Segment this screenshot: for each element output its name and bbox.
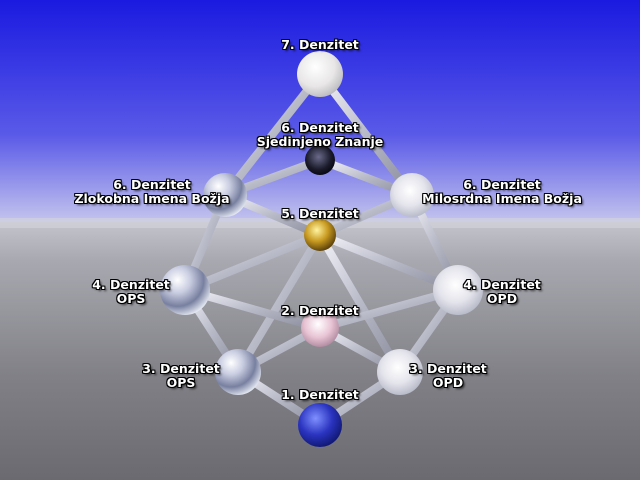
label-6-left: 6. Denzitet Zlokobna Imena Božja — [74, 178, 229, 206]
rod-7-6right — [316, 70, 416, 199]
label-1: 1. Denzitet — [281, 388, 359, 402]
label-6-center: 6. Denzitet Sjedinjeno Znanje — [257, 121, 384, 149]
label-4-right-title: 4. Denzitet — [463, 277, 541, 292]
sphere-6-right — [390, 173, 434, 217]
label-6-center-subtitle: Sjedinjeno Znanje — [256, 134, 384, 149]
label-6-right: 6. Denzitet Milosrdna Imena Božja — [422, 178, 582, 206]
sphere-7 — [297, 51, 343, 97]
rod-5-3left — [234, 231, 324, 376]
label-3-left-title: 3. Denzitet — [142, 361, 220, 376]
label-3-left: 3. Denzitet OPS — [142, 362, 220, 390]
sphere-4-right — [433, 265, 483, 315]
sphere-6-center — [305, 145, 335, 175]
sphere-2 — [301, 309, 339, 347]
label-6-right-title: 6. Denzitet — [463, 177, 541, 192]
sphere-6-left — [203, 173, 247, 217]
label-4-left: 4. Denzitet OPS — [92, 278, 170, 306]
rod-5-3right — [316, 231, 404, 376]
label-6-center-title: 6. Denzitet — [281, 120, 359, 135]
label-6-left-subtitle: Zlokobna Imena Božja — [74, 191, 230, 206]
spheres — [160, 51, 483, 447]
rod-7-6left — [221, 70, 324, 199]
sphere-3-right — [377, 349, 423, 395]
label-7-title: 7. Denzitet — [281, 37, 359, 52]
label-3-right-title: 3. Denzitet — [409, 361, 487, 376]
sphere-1 — [298, 403, 342, 447]
label-4-left-title: 4. Denzitet — [92, 277, 170, 292]
label-1-title: 1. Denzitet — [281, 387, 359, 402]
sphere-5 — [304, 219, 336, 251]
label-2-title: 2. Denzitet — [281, 303, 359, 318]
label-6-left-title: 6. Denzitet — [113, 177, 191, 192]
label-3-right: 3. Denzitet OPD — [409, 362, 487, 390]
label-2: 2. Denzitet — [281, 304, 359, 318]
label-3-left-subtitle: OPS — [166, 375, 196, 390]
label-4-right: 4. Denzitet OPD — [463, 278, 541, 306]
label-5-title: 5. Denzitet — [281, 206, 359, 221]
label-6-right-subtitle: Milosrdna Imena Božja — [422, 191, 582, 206]
sphere-3-left — [215, 349, 261, 395]
label-4-left-subtitle: OPS — [116, 291, 146, 306]
label-4-right-subtitle: OPD — [486, 291, 518, 306]
label-3-right-subtitle: OPD — [432, 375, 464, 390]
sphere-4-left — [160, 265, 210, 315]
label-5: 5. Denzitet — [281, 207, 359, 221]
label-7: 7. Denzitet — [281, 38, 359, 52]
